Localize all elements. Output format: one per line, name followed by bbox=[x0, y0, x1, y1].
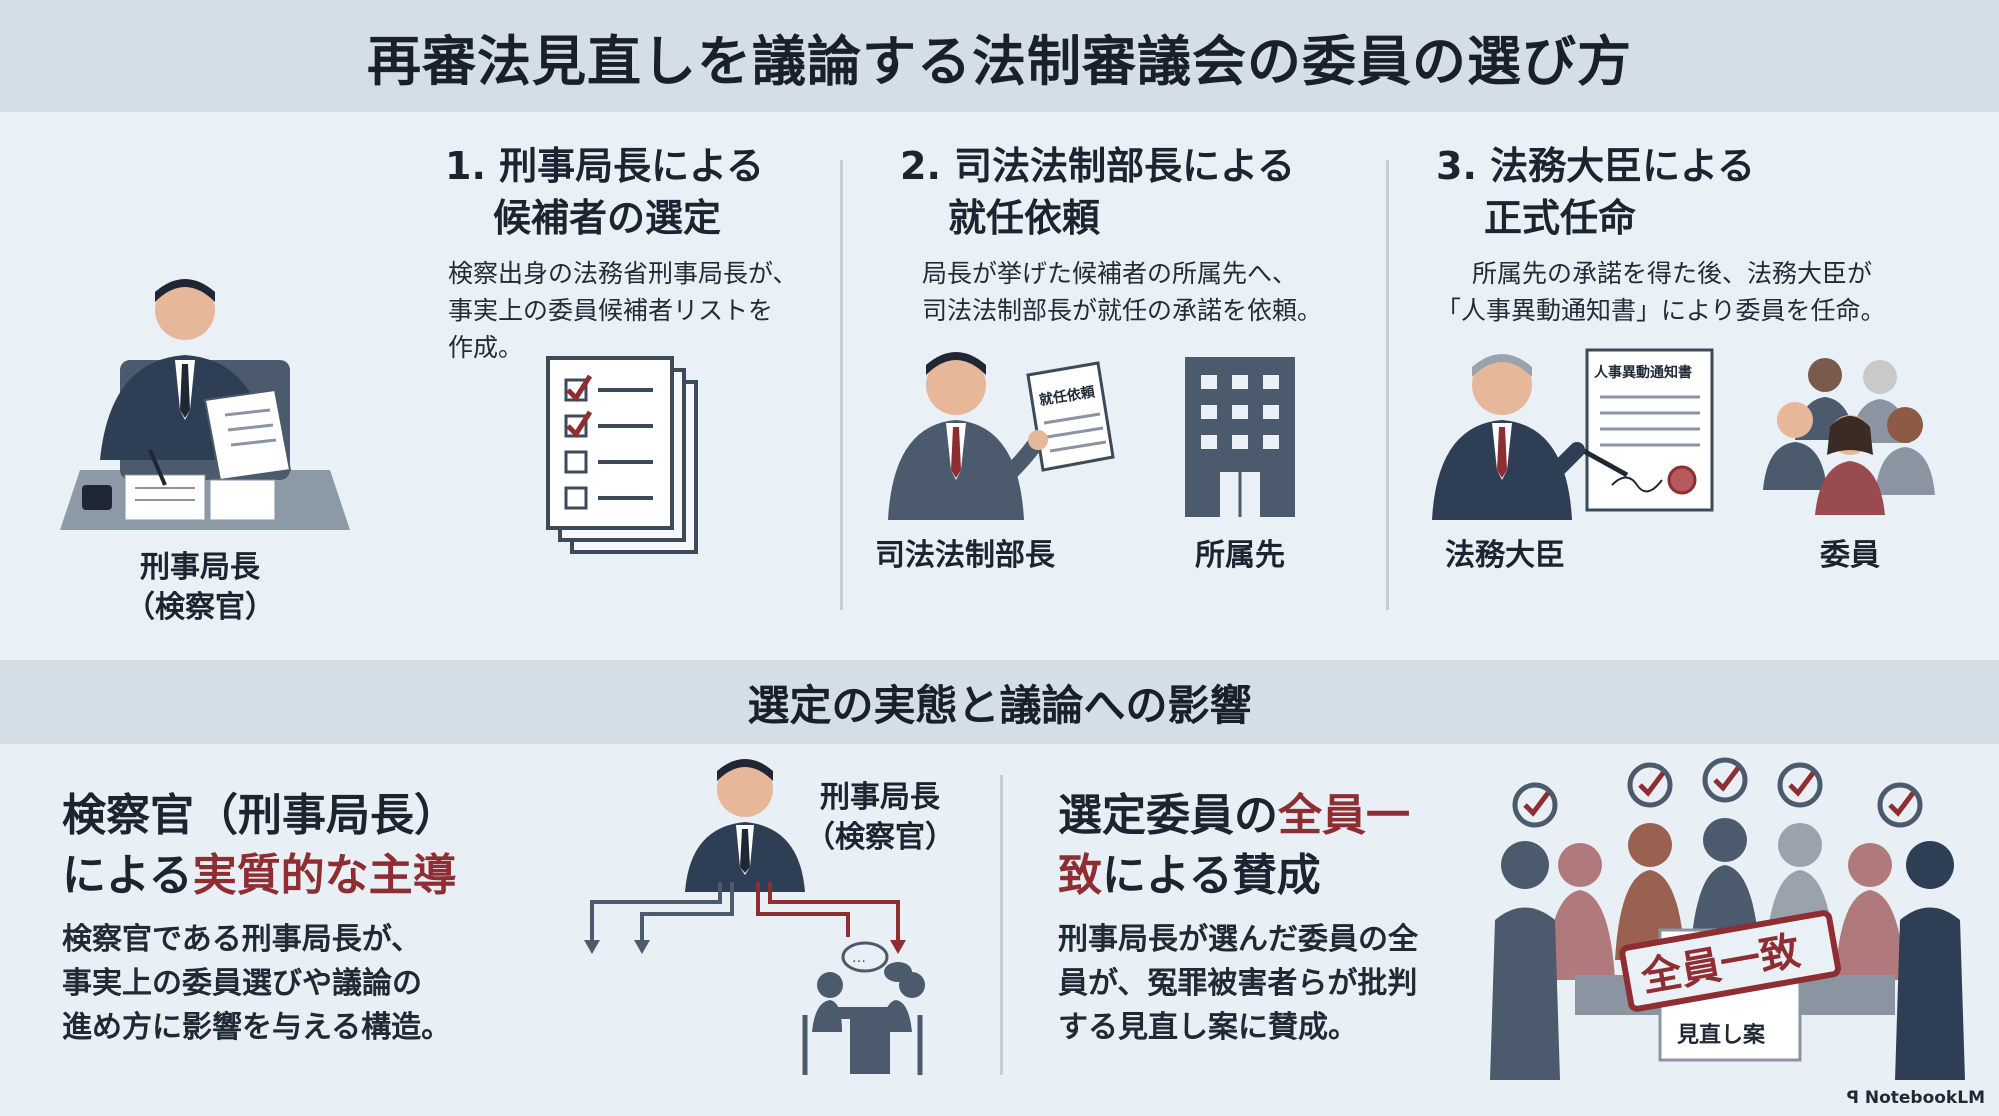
left-heading: 検察官（刑事局長） による実質的な主導 bbox=[62, 786, 458, 906]
judicial-head-with-request-icon: 就任依頼 bbox=[888, 352, 1115, 520]
affiliation-caption: 所属先 bbox=[1195, 538, 1285, 573]
right-heading-line1: 選定委員の全員一 bbox=[1058, 786, 1410, 846]
members-caption: 委員 bbox=[1820, 538, 1880, 573]
left-body: 検察官である刑事局長が、 事実上の委員選びや議論の 進め方に影響を与える構造。 bbox=[62, 918, 451, 1050]
credit-text: NotebookLM bbox=[1864, 1088, 1985, 1108]
divider bbox=[840, 160, 843, 610]
influence-caption-line2: （検察官） bbox=[805, 820, 955, 855]
influence-figure-caption: 刑事局長 （検察官） bbox=[795, 778, 965, 858]
divider bbox=[1386, 160, 1389, 610]
right-body: 刑事局長が選んだ委員の全 員が、冤罪被害者らが批判 する見直し案に賛成。 bbox=[1058, 918, 1418, 1050]
step2-title-line1: 2. 司法法制部長による bbox=[900, 144, 1295, 188]
step2-desc-line1: 局長が挙げた候補者の所属先へ、 bbox=[922, 259, 1298, 288]
step2-title-line2: 就任依頼 bbox=[948, 196, 1101, 240]
right-heading: 選定委員の全員一 致による賛成 bbox=[1058, 786, 1410, 906]
step3-title-line1: 3. 法務大臣による bbox=[1436, 144, 1755, 188]
step3-title-line2: 正式任命 bbox=[1484, 196, 1637, 240]
right-heading-accent1: 全員一 bbox=[1278, 790, 1410, 841]
minister-caption: 法務大臣 bbox=[1445, 538, 1565, 573]
unanimous-approval-icon: 見直し案 全員一致 bbox=[1490, 757, 1965, 1080]
step3-desc-line2: 「人事異動通知書」により委員を任命。 bbox=[1436, 296, 1886, 325]
director-caption-line2: （検察官） bbox=[125, 590, 275, 625]
right-body-line2: 員が、冤罪被害者らが批判 bbox=[1058, 966, 1418, 1001]
committee-members-icon bbox=[1763, 358, 1935, 515]
director-caption-line1: 刑事局長 bbox=[140, 550, 260, 585]
step1-desc-line1: 検察出身の法務省刑事局長が、 bbox=[448, 259, 798, 288]
step1-desc-line2: 事実上の委員候補者リストを bbox=[448, 296, 774, 325]
left-heading-accent: 実質的な主導 bbox=[192, 850, 457, 901]
checklist-icon bbox=[546, 356, 698, 554]
step3-desc-line1: 所属先の承諾を得た後、法務大臣が bbox=[1472, 259, 1873, 288]
page-title: 再審法見直しを議論する法制審議会の委員の選び方 bbox=[367, 29, 1632, 93]
step1-title-line1: 1. 刑事局長による bbox=[445, 144, 764, 188]
left-body-line2: 事実上の委員選びや議論の bbox=[62, 966, 422, 1001]
judicial-head-caption: 司法法制部長 bbox=[875, 538, 1055, 573]
proposal-doc-label: 見直し案 bbox=[1677, 1022, 1766, 1048]
step1-title-line2: 候補者の選定 bbox=[493, 196, 722, 240]
right-heading-plain1: 選定委員の bbox=[1058, 790, 1278, 841]
svg-text:…: … bbox=[852, 950, 866, 966]
left-heading-line1: 検察官（刑事局長） bbox=[62, 790, 458, 841]
left-heading-plain: による bbox=[62, 850, 193, 901]
right-body-line3: する見直し案に賛成。 bbox=[1058, 1010, 1358, 1045]
minister-with-notice-icon: 人事異動通知書 bbox=[1432, 348, 1714, 520]
title-band: 再審法見直しを議論する法制審議会の委員の選び方 bbox=[0, 0, 1999, 112]
step1-title: 1. 刑事局長による 候補者の選定 bbox=[445, 140, 764, 244]
right-body-line1: 刑事局長が選んだ委員の全 bbox=[1058, 922, 1418, 957]
right-heading-accent2: 致 bbox=[1058, 850, 1102, 901]
step3-title: 3. 法務大臣による 正式任命 bbox=[1436, 140, 1755, 244]
right-heading-plain2: による賛成 bbox=[1102, 850, 1321, 901]
director-at-desk-icon bbox=[60, 279, 350, 530]
step3-desc: 所属先の承諾を得た後、法務大臣が 「人事異動通知書」により委員を任命。 bbox=[1436, 255, 1886, 329]
left-body-line1: 検察官である刑事局長が、 bbox=[62, 922, 422, 957]
divider bbox=[1000, 775, 1003, 1075]
left-heading-line2: による実質的な主導 bbox=[62, 846, 458, 906]
right-heading-line2: 致による賛成 bbox=[1058, 846, 1410, 906]
step2-desc: 局長が挙げた候補者の所属先へ、 司法法制部長が就任の承諾を依頼。 bbox=[922, 255, 1322, 329]
step1-desc: 検察出身の法務省刑事局長が、 事実上の委員候補者リストを 作成。 bbox=[448, 255, 798, 366]
notice-doc-label: 人事異動通知書 bbox=[1594, 364, 1692, 381]
section2-title: 選定の実態と議論への影響 bbox=[747, 680, 1252, 730]
director-caption: 刑事局長 （検察官） bbox=[100, 548, 300, 628]
section2-band: 選定の実態と議論への影響 bbox=[0, 660, 1999, 744]
notebooklm-logo-icon: ꟼ bbox=[1846, 1088, 1859, 1108]
influence-flow-icon: … bbox=[584, 759, 925, 1075]
credit: ꟼ NotebookLM bbox=[1846, 1088, 1985, 1108]
step2-title: 2. 司法法制部長による 就任依頼 bbox=[900, 140, 1295, 244]
left-body-line3: 進め方に影響を与える構造。 bbox=[62, 1010, 452, 1045]
influence-caption-line1: 刑事局長 bbox=[820, 780, 940, 815]
step2-desc-line2: 司法法制部長が就任の承諾を依頼。 bbox=[922, 296, 1323, 325]
step1-desc-line3: 作成。 bbox=[448, 333, 524, 362]
building-icon bbox=[1185, 357, 1295, 517]
